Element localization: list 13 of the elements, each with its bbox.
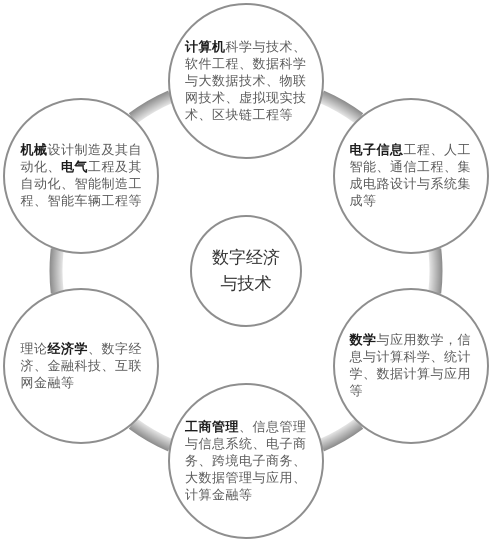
discipline-list: 电子信息工程、人工智能、通信工程、集成电路设计与系统集成等: [350, 142, 472, 210]
ring-segment: [318, 90, 364, 124]
ring-segment: [128, 90, 174, 124]
ring-segment: [50, 248, 64, 294]
ring-segment: [318, 418, 364, 452]
discipline-list: 机械设计制造及其自动化、电气工程及其自动化、智能制造工程、智能车辆工程等: [20, 142, 142, 210]
discipline-list: 工商管理、信息管理与信息系统、电子商务、跨境电子商务、大数据管理与应用、计算金融等: [185, 418, 307, 504]
discipline-list: 理论经济学、数字经济、金融科技、互联网金融等: [20, 340, 142, 392]
ring-segment: [128, 418, 174, 452]
discipline-list: 数学与应用数学，信息与计算科学、统计学、数据计算与应用等: [350, 332, 472, 400]
discipline-list: 计算机科学与技术、软件工程、数据科学与大数据技术、物联网技术、虚拟现实技术、区块链工程等: [185, 38, 307, 124]
center-title: 数字经济与技术: [211, 247, 281, 296]
ring-segment: [428, 248, 442, 294]
